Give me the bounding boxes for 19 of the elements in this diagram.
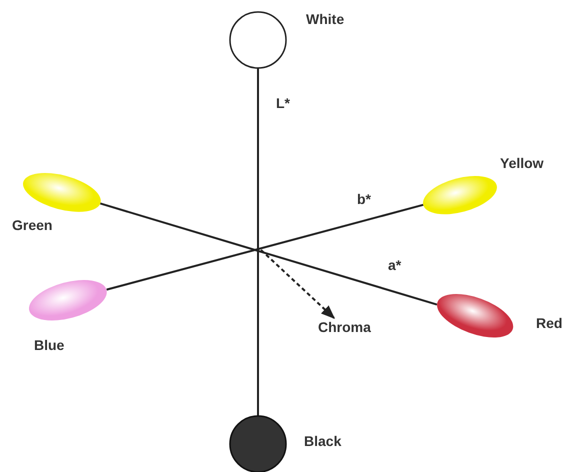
color-label: Green xyxy=(12,218,52,234)
color-label: Blue xyxy=(34,338,64,354)
edge-label: b* xyxy=(357,192,371,208)
color-label: White xyxy=(306,12,344,28)
axis-line xyxy=(257,68,259,416)
color-label: Red xyxy=(536,316,562,332)
dashed-arrow xyxy=(260,249,336,319)
color-ellipse xyxy=(436,293,514,339)
color-ellipse xyxy=(22,172,102,212)
color-ellipse xyxy=(422,174,498,216)
axis-line xyxy=(106,204,424,291)
color-label: Black xyxy=(304,434,342,450)
axis-line xyxy=(100,202,438,306)
color-sphere xyxy=(229,11,287,69)
edge-label: a* xyxy=(388,258,402,274)
color-ellipse xyxy=(28,278,108,322)
edge-label: L* xyxy=(276,96,290,112)
color-label: Yellow xyxy=(500,156,544,172)
axis-label: Chroma xyxy=(318,320,371,336)
